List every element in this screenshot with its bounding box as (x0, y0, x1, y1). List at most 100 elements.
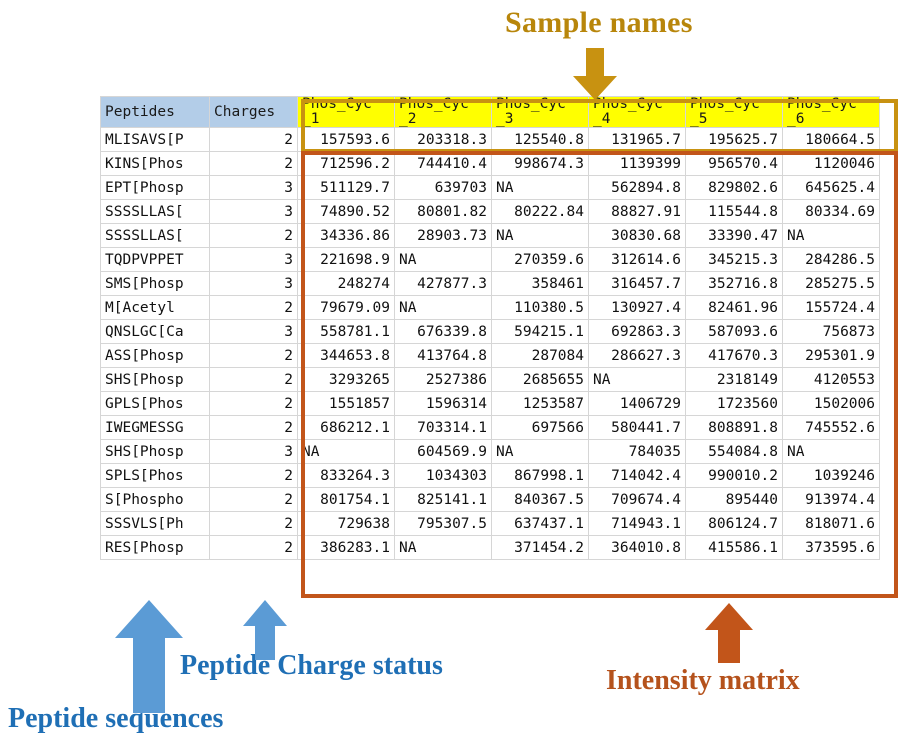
intensity-cell[interactable]: 594215.1 (491, 319, 589, 345)
intensity-cell[interactable]: 352716.8 (685, 271, 783, 297)
intensity-cell[interactable]: 558781.1 (297, 319, 395, 345)
intensity-cell[interactable]: 180664.5 (782, 127, 880, 153)
peptide-sequence-cell[interactable]: M[Acetyl (100, 295, 210, 321)
intensity-cell[interactable]: 221698.9 (297, 247, 395, 273)
peptide-sequence-cell[interactable]: SSSSLLAS[ (100, 199, 210, 225)
charge-cell[interactable]: 2 (209, 127, 298, 153)
charge-cell[interactable]: 2 (209, 415, 298, 441)
charge-cell[interactable]: 2 (209, 223, 298, 249)
intensity-cell[interactable]: 1502006 (782, 391, 880, 417)
intensity-cell[interactable]: 427877.3 (394, 271, 492, 297)
column-header-sample-2[interactable]: Phos_Cyc _2 (394, 95, 492, 129)
intensity-cell[interactable]: 88827.91 (588, 199, 686, 225)
intensity-cell[interactable]: 316457.7 (588, 271, 686, 297)
intensity-cell[interactable]: 130927.4 (588, 295, 686, 321)
intensity-cell[interactable]: 386283.1 (297, 535, 395, 561)
intensity-cell[interactable]: 714042.4 (588, 463, 686, 489)
intensity-cell[interactable]: NA (491, 223, 589, 249)
intensity-cell[interactable]: 692863.3 (588, 319, 686, 345)
intensity-cell[interactable]: 248274 (297, 271, 395, 297)
intensity-cell[interactable]: 286627.3 (588, 343, 686, 369)
intensity-cell[interactable]: 1139399 (588, 151, 686, 177)
intensity-cell[interactable]: 195625.7 (685, 127, 783, 153)
peptide-sequence-cell[interactable]: MLISAVS[P (100, 127, 210, 153)
intensity-cell[interactable]: 511129.7 (297, 175, 395, 201)
intensity-cell[interactable]: NA (782, 439, 880, 465)
intensity-cell[interactable]: 373595.6 (782, 535, 880, 561)
charge-cell[interactable]: 2 (209, 367, 298, 393)
intensity-cell[interactable]: 840367.5 (491, 487, 589, 513)
intensity-cell[interactable]: 287084 (491, 343, 589, 369)
charge-cell[interactable]: 2 (209, 511, 298, 537)
charge-cell[interactable]: 2 (209, 391, 298, 417)
intensity-cell[interactable]: 829802.6 (685, 175, 783, 201)
intensity-cell[interactable]: NA (491, 175, 589, 201)
intensity-cell[interactable]: 686212.1 (297, 415, 395, 441)
intensity-cell[interactable]: 833264.3 (297, 463, 395, 489)
peptide-sequence-cell[interactable]: GPLS[Phos (100, 391, 210, 417)
intensity-cell[interactable]: 285275.5 (782, 271, 880, 297)
intensity-cell[interactable]: 604569.9 (394, 439, 492, 465)
intensity-cell[interactable]: 709674.4 (588, 487, 686, 513)
peptide-sequence-cell[interactable]: SPLS[Phos (100, 463, 210, 489)
intensity-cell[interactable]: 956570.4 (685, 151, 783, 177)
charge-cell[interactable]: 3 (209, 247, 298, 273)
intensity-cell[interactable]: 2318149 (685, 367, 783, 393)
charge-cell[interactable]: 2 (209, 487, 298, 513)
intensity-cell[interactable]: 1596314 (394, 391, 492, 417)
intensity-cell[interactable]: 1253587 (491, 391, 589, 417)
intensity-cell[interactable]: 2527386 (394, 367, 492, 393)
intensity-cell[interactable]: 34336.86 (297, 223, 395, 249)
intensity-cell[interactable]: 825141.1 (394, 487, 492, 513)
intensity-cell[interactable]: 131965.7 (588, 127, 686, 153)
intensity-cell[interactable]: 795307.5 (394, 511, 492, 537)
peptide-sequence-cell[interactable]: SSSSLLAS[ (100, 223, 210, 249)
charge-cell[interactable]: 3 (209, 439, 298, 465)
column-header-sample-1[interactable]: Phos_Cyc _1 (297, 95, 395, 129)
intensity-cell[interactable]: 1034303 (394, 463, 492, 489)
intensity-cell[interactable]: 645625.4 (782, 175, 880, 201)
intensity-cell[interactable]: 3293265 (297, 367, 395, 393)
peptide-sequence-cell[interactable]: RES[Phosp (100, 535, 210, 561)
intensity-cell[interactable]: 80334.69 (782, 199, 880, 225)
peptide-sequence-cell[interactable]: IWEGMESSG (100, 415, 210, 441)
intensity-cell[interactable]: 284286.5 (782, 247, 880, 273)
intensity-cell[interactable]: NA (394, 247, 492, 273)
intensity-cell[interactable]: 415586.1 (685, 535, 783, 561)
intensity-cell[interactable]: 1723560 (685, 391, 783, 417)
intensity-cell[interactable]: 637437.1 (491, 511, 589, 537)
intensity-cell[interactable]: NA (297, 439, 395, 465)
intensity-cell[interactable]: 4120553 (782, 367, 880, 393)
intensity-cell[interactable]: 82461.96 (685, 295, 783, 321)
intensity-cell[interactable]: 203318.3 (394, 127, 492, 153)
intensity-cell[interactable]: 2685655 (491, 367, 589, 393)
peptide-sequence-cell[interactable]: SHS[Phosp (100, 439, 210, 465)
intensity-cell[interactable]: 344653.8 (297, 343, 395, 369)
intensity-cell[interactable]: 115544.8 (685, 199, 783, 225)
column-header-sample-6[interactable]: Phos_Cyc _6 (782, 95, 880, 129)
intensity-cell[interactable]: 1551857 (297, 391, 395, 417)
peptide-sequence-cell[interactable]: SSSVLS[Ph (100, 511, 210, 537)
intensity-cell[interactable]: 554084.8 (685, 439, 783, 465)
peptide-sequence-cell[interactable]: KINS[Phos (100, 151, 210, 177)
intensity-cell[interactable]: 562894.8 (588, 175, 686, 201)
intensity-cell[interactable]: 913974.4 (782, 487, 880, 513)
intensity-cell[interactable]: 784035 (588, 439, 686, 465)
intensity-cell[interactable]: 157593.6 (297, 127, 395, 153)
intensity-cell[interactable]: 74890.52 (297, 199, 395, 225)
intensity-cell[interactable]: 580441.7 (588, 415, 686, 441)
peptide-sequence-cell[interactable]: SMS[Phosp (100, 271, 210, 297)
intensity-cell[interactable]: 312614.6 (588, 247, 686, 273)
peptide-sequence-cell[interactable]: ASS[Phosp (100, 343, 210, 369)
peptide-sequence-cell[interactable]: QNSLGC[Ca (100, 319, 210, 345)
